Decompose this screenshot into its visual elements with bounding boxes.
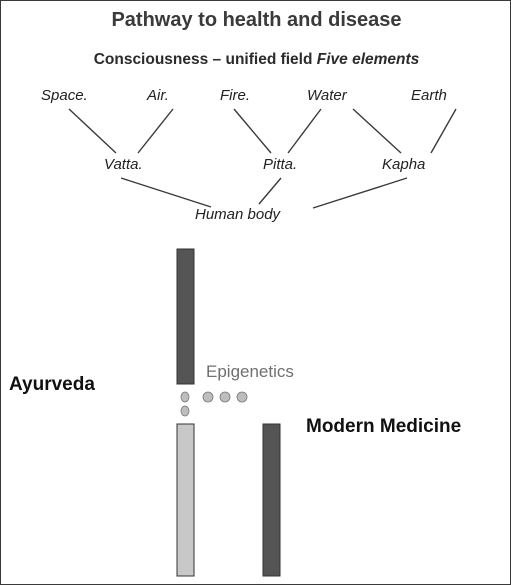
- dosha-kapha: Kapha: [382, 156, 426, 173]
- ayurveda-light-bar: [176, 423, 195, 577]
- element-water: Water: [307, 87, 347, 104]
- connector-vatta-body: [120, 177, 212, 208]
- element-air: Air.: [147, 87, 169, 104]
- epigenetics-label: Epigenetics: [206, 362, 294, 381]
- element-fire: Fire.: [220, 87, 250, 104]
- connector-earth-kapha: [430, 108, 457, 154]
- connector-water-kapha: [352, 108, 402, 154]
- ayurveda-dark-bar: [176, 248, 195, 385]
- connector-fire-pitta: [233, 108, 272, 154]
- element-space: Space.: [41, 87, 88, 104]
- connector-air-vatta: [137, 108, 174, 154]
- ayurveda-label: Ayurveda: [9, 374, 95, 395]
- element-earth: Earth: [411, 87, 447, 104]
- modern-medicine-bar: [262, 423, 281, 577]
- diagram-title: Pathway to health and disease: [111, 9, 402, 31]
- connector-kapha-body: [312, 177, 408, 209]
- modern-medicine-label: Modern Medicine: [306, 416, 462, 437]
- subtitle-five-elements: Five elements: [316, 51, 420, 68]
- connector-water-pitta: [287, 108, 322, 154]
- subtitle-consciousness: Consciousness – unified field: [93, 51, 313, 68]
- epigenetics-dot: [202, 391, 214, 403]
- epigenetics-dot: [180, 391, 190, 403]
- diagram-subtitle: Consciousness – unified field Five eleme…: [1, 51, 510, 68]
- epigenetics-dot: [180, 405, 190, 417]
- dosha-pitta: Pitta.: [263, 156, 298, 173]
- connector-space-vatta: [68, 108, 117, 154]
- epigenetics-dot: [236, 391, 248, 403]
- dosha-vatta: Vatta.: [104, 156, 143, 173]
- connector-pitta-body: [258, 177, 282, 205]
- epigenetics-dot: [219, 391, 231, 403]
- human-body-label: Human body: [195, 206, 281, 223]
